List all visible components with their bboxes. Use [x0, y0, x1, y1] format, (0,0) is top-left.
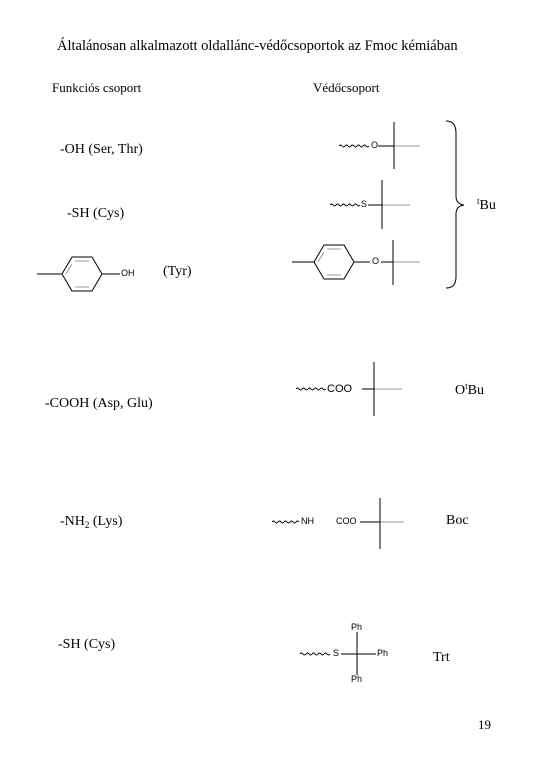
wavy-bond: [271, 520, 300, 524]
label-tbu: tBu: [477, 196, 496, 213]
wavy-bond: [295, 387, 327, 391]
atom-s-stbu: S: [361, 199, 368, 209]
atom-ph-top: Ph: [351, 622, 363, 632]
page-number: 19: [478, 717, 491, 732]
cootbu-ester-structure: [295, 362, 402, 416]
label-otbu: OtBu: [455, 381, 484, 398]
atom-coo-boc: COO: [336, 516, 357, 526]
atom-coo-ester: COO: [327, 383, 353, 395]
header-functional-group: Funkciós csoport: [52, 80, 142, 95]
row-label-oh: -OH (Ser, Thr): [60, 142, 143, 157]
row-label-nh2: -NH2 (Lys): [60, 514, 123, 530]
wavy-bond: [299, 652, 331, 656]
atom-o-otbu: O: [371, 140, 379, 150]
tyr-phenol-structure: [37, 256, 120, 292]
row-label-tyr: (Tyr): [163, 264, 192, 279]
header-protecting-group: Védőcsoport: [313, 80, 380, 95]
row-label-sh-trt: -SH (Cys): [58, 637, 116, 652]
row-label-sh: -SH (Cys): [67, 206, 125, 221]
trityl-thioether-structure: [299, 632, 376, 675]
page-title: Általánosan alkalmazott oldallánc-védőcs…: [57, 38, 458, 54]
atom-ph-bottom: Ph: [351, 674, 363, 684]
atom-s-trt: S: [333, 648, 340, 658]
atom-ph-right: Ph: [377, 648, 389, 658]
atom-o-tyr: O: [372, 256, 380, 266]
otbu-ether-structure: [338, 122, 420, 169]
atom-oh-phenol: OH: [121, 268, 135, 278]
stbu-thioether-structure: [329, 180, 410, 229]
atom-nh-boc: NH: [301, 516, 314, 526]
label-boc: Boc: [446, 513, 469, 528]
wavy-bond: [329, 203, 361, 207]
row-label-cooh: -COOH (Asp, Glu): [45, 396, 153, 411]
boc-carbamate-structure: [271, 498, 404, 549]
wavy-bond: [338, 144, 370, 148]
tyr-otbu-structure: [292, 240, 420, 285]
label-trt: Trt: [433, 650, 450, 665]
tbu-brace: [445, 120, 465, 289]
